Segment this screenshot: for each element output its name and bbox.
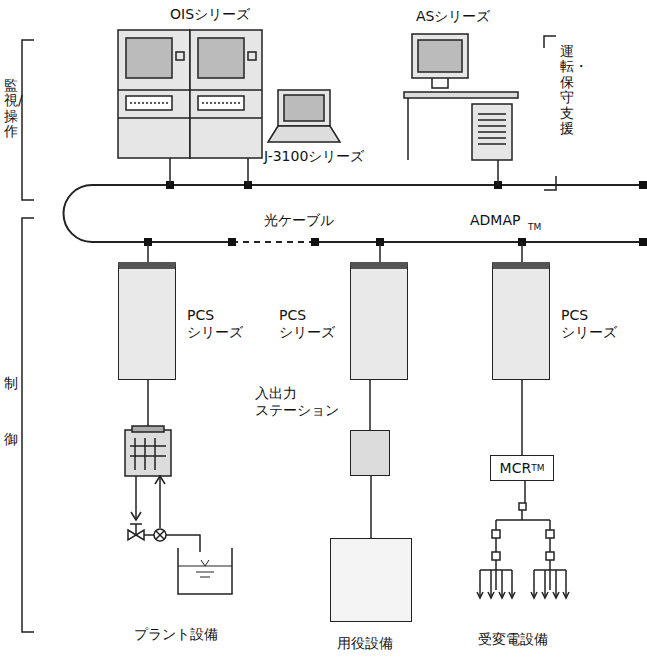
node-label: PCS シリーズ [187, 307, 253, 341]
connector [370, 476, 372, 538]
cable-label: 光ケーブル [262, 212, 336, 229]
bus-taps [144, 181, 647, 246]
wire [147, 380, 149, 430]
section-heading: 制御 [4, 355, 18, 467]
laptop-illustration [268, 90, 340, 142]
node-label: 入出力 ステーション [255, 385, 347, 419]
node-label: PCS シリーズ [279, 307, 345, 341]
side-heading: 運転・保守支援 [560, 44, 574, 136]
bracket [544, 36, 556, 48]
box-label: MCR [500, 460, 532, 476]
node-label: ASシリーズ [416, 8, 526, 25]
controller-cabinet: PCS シリーズ [492, 262, 550, 380]
mcr-box: MCRTM [490, 455, 554, 481]
console-illustration [118, 30, 262, 158]
connector [524, 481, 526, 503]
optical-bus [232, 241, 315, 243]
controller-cabinet: PCS シリーズ [350, 262, 408, 380]
connector [521, 380, 523, 455]
laptop-terminal: J-3100シリーズ [268, 90, 340, 142]
utility-equipment: 用役設備 [330, 538, 412, 622]
controller-cabinet: PCS シリーズ [118, 262, 176, 380]
io-station: 入出力 ステーション [350, 430, 390, 476]
trademark-mark: TM [531, 463, 544, 473]
substation-illustration [477, 503, 569, 598]
node-label: 受変電設備 [478, 631, 588, 648]
operator-console: OISシリーズ [118, 30, 262, 158]
optical-bus [315, 241, 647, 243]
trademark-mark: TM [526, 222, 543, 233]
bus-drop [148, 158, 522, 262]
substation-equipment: 受変電設備 [470, 503, 580, 603]
connector [369, 380, 371, 430]
network-label: ADMAP [468, 212, 522, 229]
workstation: ASシリーズ [404, 34, 518, 160]
node-label: OISシリーズ [170, 6, 290, 23]
bracket [22, 218, 34, 632]
bracket [544, 176, 556, 190]
optical-bus [64, 185, 647, 242]
io-station-illustration [125, 426, 171, 476]
section-heading: 監視/操作 [4, 78, 18, 140]
workstation-illustration [404, 34, 518, 160]
bracket [22, 40, 34, 200]
plant-equipment: プラント設備 [110, 498, 242, 600]
plant-illustration [128, 476, 232, 594]
node-label: プラント設備 [134, 626, 254, 643]
node-label: J-3100シリーズ [264, 148, 394, 165]
node-label: 用役設備 [337, 635, 427, 652]
node-label: PCS シリーズ [561, 307, 627, 341]
